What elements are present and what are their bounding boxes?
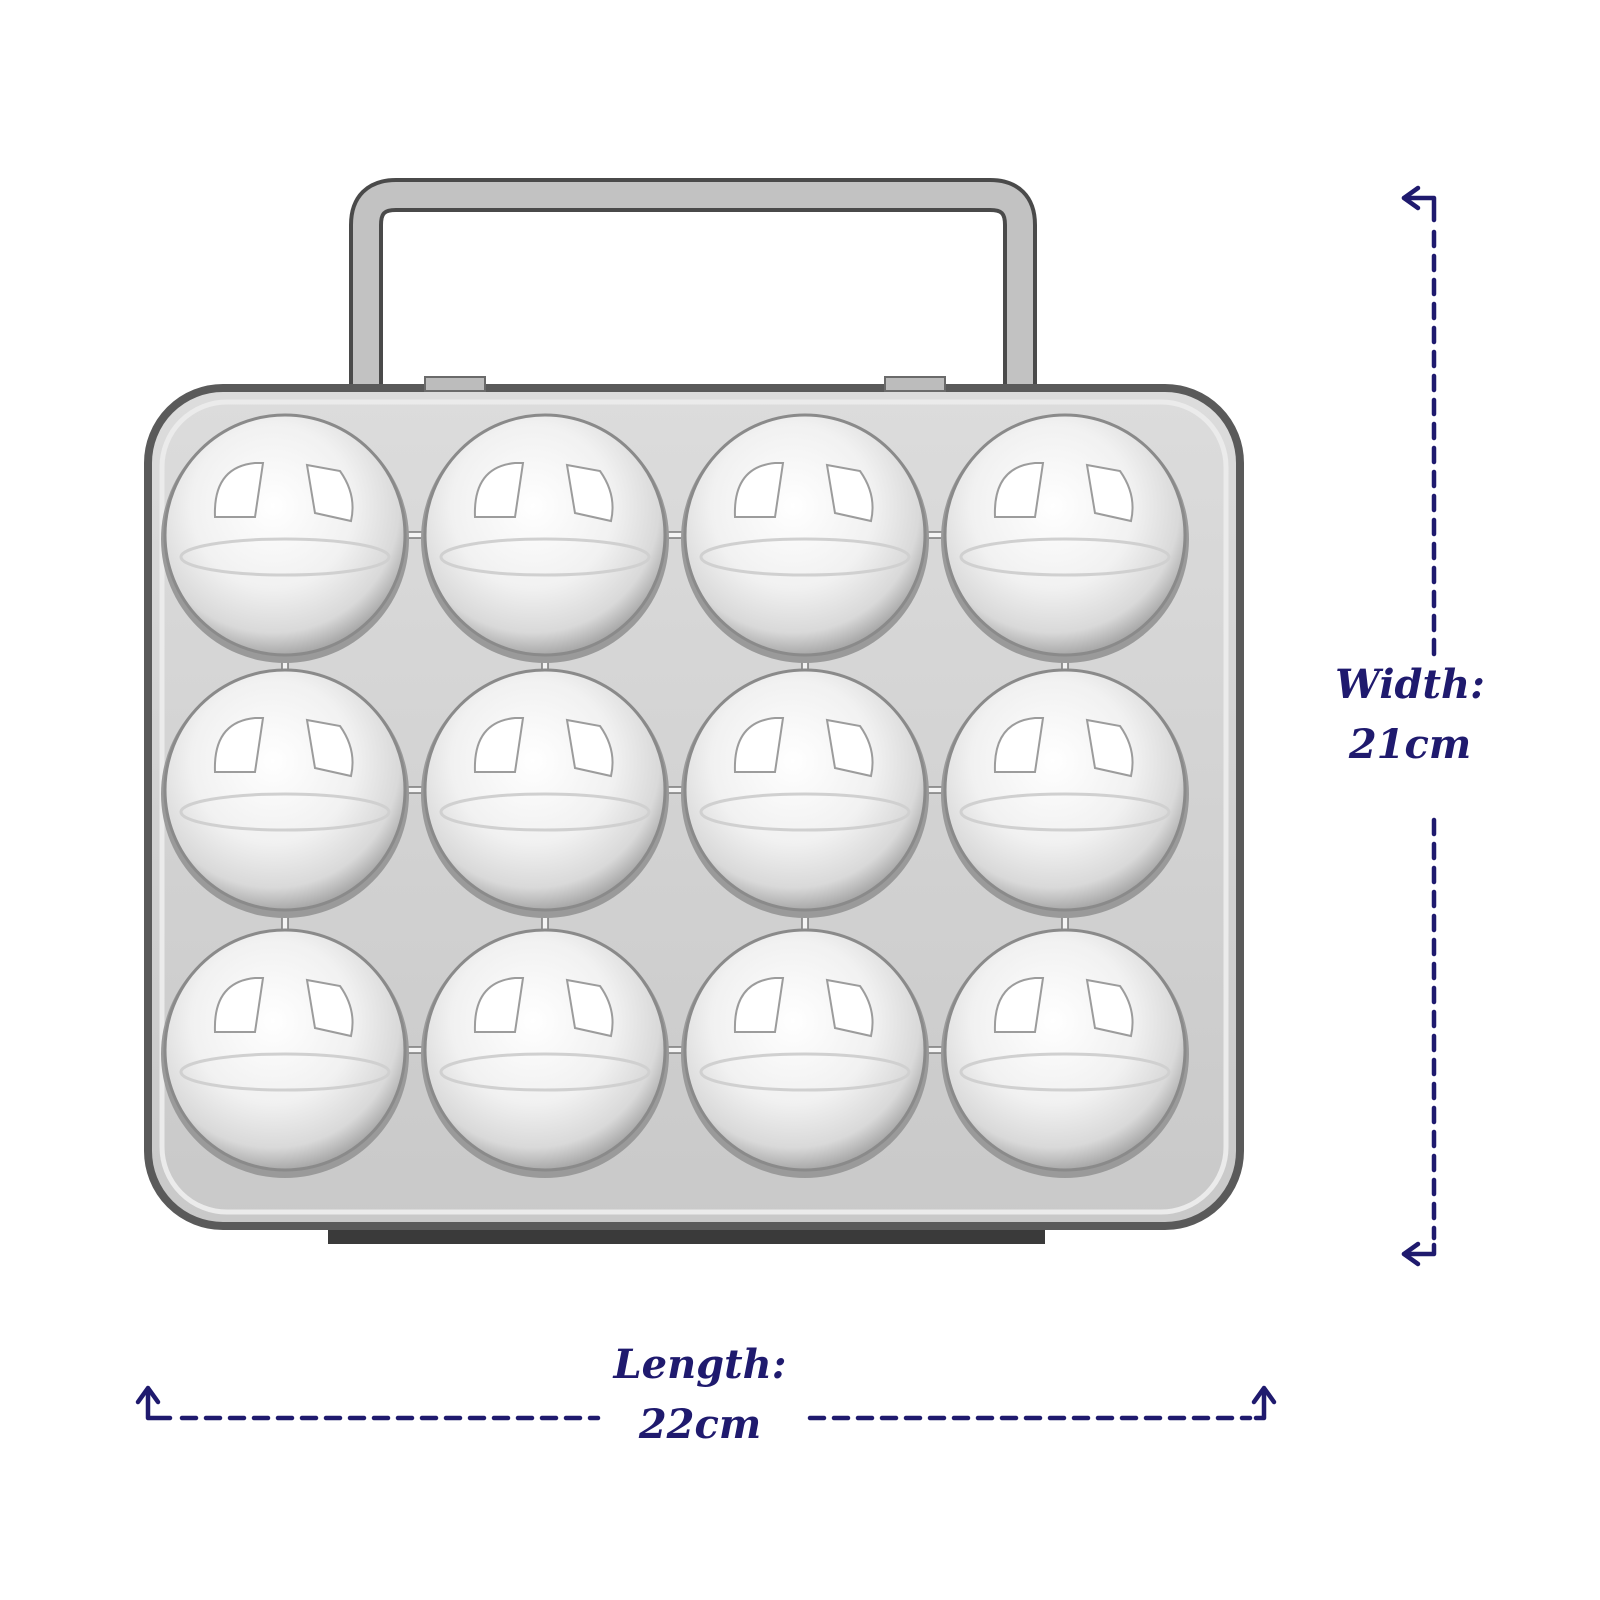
length-label: Length: 22cm <box>600 1335 800 1455</box>
length-title: Length: <box>613 1341 787 1388</box>
width-value: 21cm <box>1348 721 1472 768</box>
egg-dome <box>421 928 669 1178</box>
egg-dome <box>681 668 929 918</box>
egg-dome <box>161 668 409 918</box>
egg-dome <box>681 928 929 1178</box>
egg-dome-grid <box>161 413 1189 1178</box>
width-title: Width: <box>1335 661 1485 708</box>
egg-dome <box>161 413 409 663</box>
egg-dome <box>681 413 929 663</box>
carrier-handle <box>349 178 1037 407</box>
egg-dome <box>421 668 669 918</box>
length-value: 22cm <box>638 1401 762 1448</box>
egg-dome <box>941 668 1189 918</box>
width-label: Width: 21cm <box>1330 655 1490 775</box>
egg-dome <box>941 413 1189 663</box>
egg-dome <box>421 413 669 663</box>
egg-dome <box>941 928 1189 1178</box>
length-arrow <box>135 1385 1277 1421</box>
width-arrow <box>1401 185 1437 1267</box>
egg-dome <box>161 928 409 1178</box>
